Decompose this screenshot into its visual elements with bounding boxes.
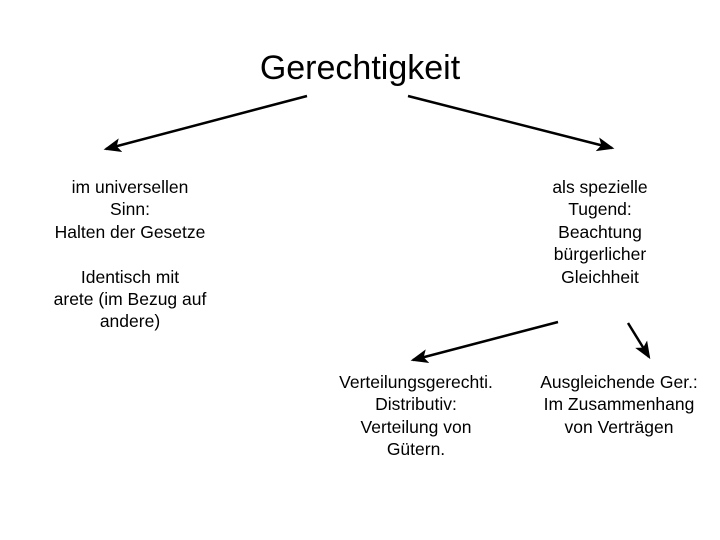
arrow-title-to-universal — [103, 94, 308, 152]
branch-universal-text: im universellen Sinn: Halten der Gesetze… — [53, 177, 207, 332]
page-title: Gerechtigkeit — [259, 49, 461, 87]
branch-corrective-text: Ausgleichende Ger.: Im Zusammenhang von … — [540, 372, 698, 437]
arrow-special-to-distributive — [410, 320, 559, 363]
arrow-title-to-special — [407, 94, 615, 152]
branch-special-text: als spezielle Tugend: Beachtung bürgerli… — [552, 177, 648, 287]
arrow-special-to-corrective — [626, 322, 651, 360]
branch-distributive-text: Verteilungsgerechti. Distributiv: Vertei… — [339, 372, 493, 460]
